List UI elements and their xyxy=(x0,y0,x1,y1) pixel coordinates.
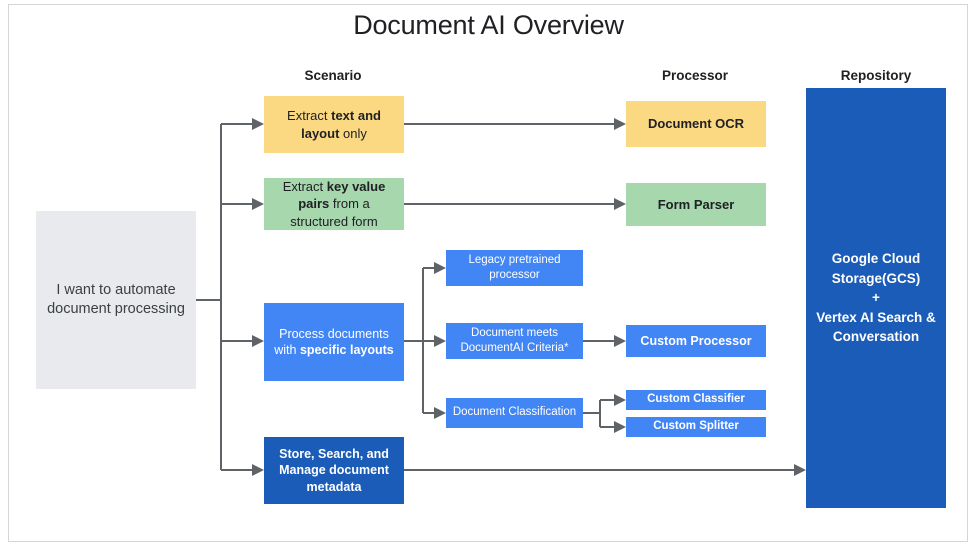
node-label: Document meets DocumentAI Criteria* xyxy=(460,326,569,354)
node-extract-key-value-pairs[interactable]: Extract key value pairs from a structure… xyxy=(264,178,404,230)
node-document-classification[interactable]: Document Classification xyxy=(446,398,583,428)
node-label: Form Parser xyxy=(657,196,735,212)
node-document-meets-documentai-criteria[interactable]: Document meets DocumentAI Criteria* xyxy=(446,323,583,359)
node-label: Document Classification xyxy=(452,406,577,419)
column-header-scenario: Scenario xyxy=(304,68,362,83)
node-label: I want to automate document processing xyxy=(47,281,185,317)
node-extract-text-and-layout-only[interactable]: Extract text and layout only xyxy=(264,96,404,153)
node-custom-processor[interactable]: Custom Processor xyxy=(626,325,766,357)
node-label: Document OCR xyxy=(647,116,745,132)
node-label-emphasis: specific layouts xyxy=(299,343,394,357)
node-repository-gcs-vertex-ai[interactable]: Google Cloud Storage(GCS) + Vertex AI Se… xyxy=(806,88,946,508)
node-form-parser[interactable]: Form Parser xyxy=(626,183,766,226)
node-label-prefix: Extract xyxy=(287,108,332,124)
node-label: Custom Classifier xyxy=(647,393,745,406)
node-label-emphasis: key value pairs xyxy=(298,179,386,212)
node-store-search-and-manage-document-metadata[interactable]: Store, Search, and Manage document metad… xyxy=(264,437,404,504)
node-process-documents-with-specific-layouts[interactable]: Process documents with specific layouts xyxy=(264,303,404,381)
node-label: Extract key value pairs from a structure… xyxy=(270,178,398,229)
column-header-repository: Repository xyxy=(840,68,912,83)
node-label: Google Cloud Storage(GCS) + Vertex AI Se… xyxy=(812,249,940,347)
node-label-emphasis: text and layout xyxy=(301,108,381,141)
node-label-suffix: only xyxy=(339,125,367,141)
node-label-emphasis: Store, Search, and Manage xyxy=(279,446,389,478)
node-label: Custom Splitter xyxy=(653,420,739,433)
node-document-ocr[interactable]: Document OCR xyxy=(626,101,766,147)
node-label: Process documents with specific layouts xyxy=(270,326,398,359)
node-label-suffix: from a structured form xyxy=(290,196,378,229)
node-label-suffix: document metadata xyxy=(306,463,389,494)
node-label-prefix: Extract xyxy=(282,179,327,195)
repository-line-3: + xyxy=(872,290,880,306)
node-label: Custom Processor xyxy=(640,333,752,348)
node-i-want-to-automate-document-processing[interactable]: I want to automate document processing xyxy=(36,211,196,389)
node-label: Legacy pretrained processor xyxy=(468,253,561,281)
repository-line-1: Google Cloud xyxy=(831,251,921,267)
node-label: Store, Search, and Manage document metad… xyxy=(270,446,398,496)
repository-line-2: Storage(GCS) xyxy=(831,270,921,286)
node-label-prefix: Process documents with xyxy=(274,326,389,358)
column-header-processor: Processor xyxy=(661,68,729,83)
node-legacy-pretrained-processor[interactable]: Legacy pretrained processor xyxy=(446,250,583,286)
repository-line-4: Vertex AI Search & xyxy=(816,309,936,325)
page-title: Document AI Overview xyxy=(353,10,624,40)
node-custom-classifier[interactable]: Custom Classifier xyxy=(626,390,766,410)
node-label: Extract text and layout only xyxy=(270,107,398,141)
node-custom-splitter[interactable]: Custom Splitter xyxy=(626,417,766,437)
repository-line-5: Conversation xyxy=(832,329,920,345)
